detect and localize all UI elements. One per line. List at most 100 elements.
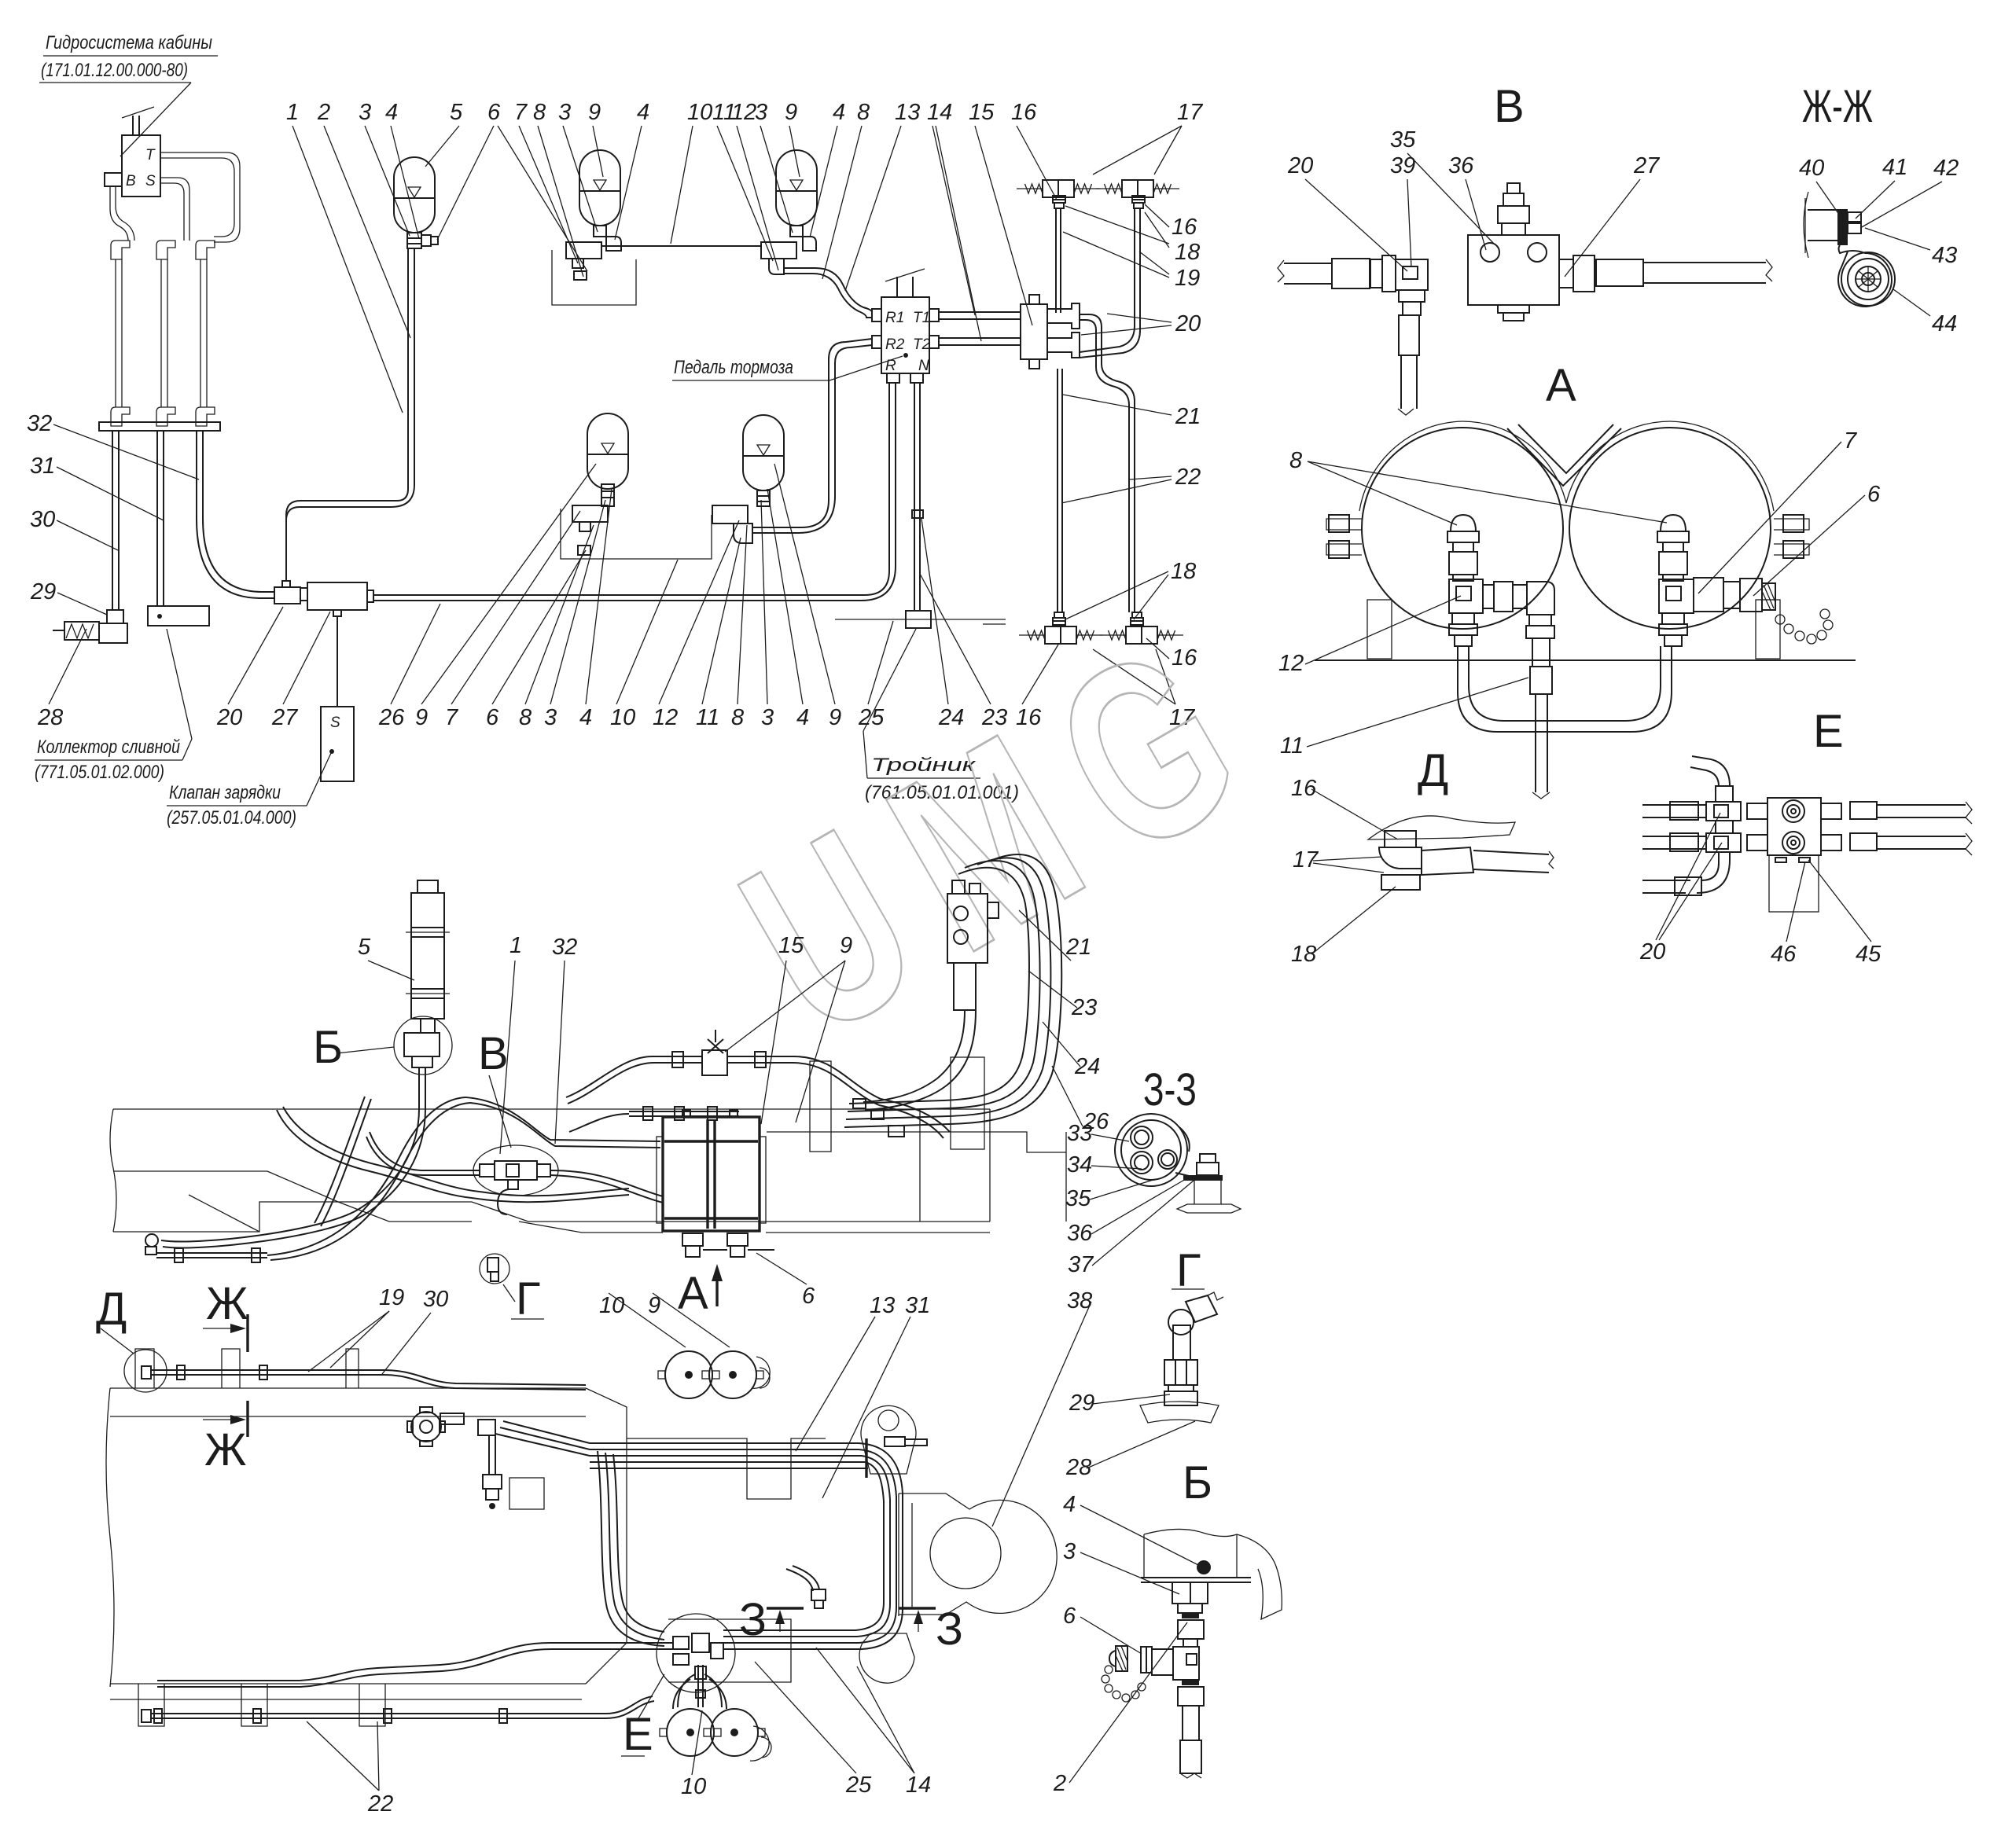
svg-text:12: 12 [731, 100, 756, 125]
svg-text:3: 3 [544, 705, 557, 730]
svg-text:9: 9 [588, 100, 601, 125]
svg-text:31: 31 [905, 1293, 930, 1318]
svg-text:(257.05.01.04.000): (257.05.01.04.000) [167, 807, 296, 828]
svg-text:R1: R1 [885, 310, 904, 326]
svg-text:28: 28 [37, 705, 63, 730]
svg-text:Ж: Ж [204, 1424, 247, 1475]
svg-text:4: 4 [637, 100, 649, 125]
svg-text:16: 16 [1016, 705, 1042, 730]
svg-text:Б: Б [313, 1022, 343, 1073]
svg-text:23: 23 [981, 705, 1007, 730]
svg-text:А: А [678, 1268, 708, 1319]
svg-text:18: 18 [1291, 942, 1316, 967]
svg-text:8: 8 [533, 100, 546, 125]
svg-text:8: 8 [857, 100, 870, 125]
svg-text:R: R [885, 358, 896, 374]
svg-text:7: 7 [445, 705, 459, 730]
svg-text:11: 11 [1280, 733, 1304, 759]
svg-text:20: 20 [216, 705, 242, 730]
svg-text:32: 32 [552, 935, 577, 960]
svg-text:3: 3 [761, 705, 774, 730]
svg-text:А: А [1546, 360, 1576, 411]
svg-text:1: 1 [286, 100, 299, 125]
svg-text:13: 13 [895, 100, 920, 125]
svg-text:10: 10 [687, 100, 712, 125]
svg-text:24: 24 [1074, 1054, 1100, 1079]
svg-text:17: 17 [1169, 705, 1196, 730]
svg-text:16: 16 [1011, 100, 1037, 125]
svg-text:21: 21 [1175, 404, 1201, 429]
svg-text:4: 4 [579, 705, 592, 730]
svg-text:10: 10 [610, 705, 635, 730]
svg-text:7: 7 [1844, 428, 1858, 454]
svg-text:33: 33 [1067, 1121, 1092, 1146]
svg-text:38: 38 [1067, 1288, 1092, 1313]
svg-text:Ж-Ж: Ж-Ж [1802, 81, 1873, 132]
svg-text:21: 21 [1065, 935, 1091, 960]
svg-text:22: 22 [1175, 465, 1201, 490]
svg-text:Гидросистема кабины: Гидросистема кабины [46, 32, 212, 53]
svg-text:36: 36 [1448, 153, 1474, 178]
svg-text:27: 27 [271, 705, 299, 730]
svg-text:24: 24 [938, 705, 964, 730]
svg-text:42: 42 [1933, 156, 1959, 181]
svg-text:T: T [145, 147, 156, 163]
svg-text:7: 7 [514, 100, 528, 125]
svg-text:6: 6 [1063, 1604, 1076, 1629]
svg-text:(771.05.01.02.000): (771.05.01.02.000) [35, 762, 164, 783]
svg-text:2: 2 [317, 100, 330, 125]
svg-text:18: 18 [1175, 240, 1200, 265]
svg-text:9: 9 [415, 705, 428, 730]
svg-text:20: 20 [1639, 939, 1665, 964]
svg-text:23: 23 [1071, 995, 1097, 1020]
svg-text:Коллектор сливной: Коллектор сливной [37, 737, 180, 758]
svg-text:36: 36 [1067, 1221, 1093, 1246]
svg-text:30: 30 [423, 1287, 448, 1312]
svg-text:12: 12 [653, 705, 678, 730]
svg-text:Г: Г [516, 1273, 540, 1324]
svg-text:32: 32 [27, 411, 52, 436]
svg-text:R2: R2 [885, 336, 905, 353]
svg-text:40: 40 [1799, 156, 1824, 181]
svg-text:15: 15 [778, 933, 804, 958]
svg-text:Д: Д [96, 1284, 127, 1335]
svg-text:9: 9 [829, 705, 841, 730]
svg-text:25: 25 [858, 705, 885, 730]
svg-text:16: 16 [1291, 776, 1317, 801]
svg-text:25: 25 [845, 1773, 872, 1798]
svg-text:З-З: З-З [1143, 1064, 1197, 1115]
svg-text:37: 37 [1068, 1252, 1094, 1277]
svg-text:B: B [126, 173, 136, 189]
svg-text:46: 46 [1771, 942, 1797, 967]
svg-text:44: 44 [1932, 311, 1957, 336]
svg-text:S: S [330, 715, 340, 731]
svg-text:10: 10 [681, 1774, 706, 1799]
svg-text:S: S [145, 173, 156, 189]
svg-text:Ж: Ж [206, 1278, 248, 1329]
svg-text:8: 8 [519, 705, 532, 730]
svg-text:Б: Б [1183, 1457, 1212, 1508]
svg-text:11: 11 [712, 100, 736, 125]
svg-text:3: 3 [1063, 1539, 1076, 1564]
svg-text:22: 22 [367, 1791, 393, 1817]
svg-text:45: 45 [1856, 942, 1881, 967]
svg-text:6: 6 [487, 100, 501, 125]
svg-text:16: 16 [1172, 215, 1197, 240]
svg-text:1: 1 [509, 933, 522, 958]
svg-text:(761.05.01.01.001): (761.05.01.01.001) [865, 782, 1019, 803]
svg-text:Педаль тормоза: Педаль тормоза [674, 357, 793, 378]
svg-text:11: 11 [696, 705, 719, 730]
svg-text:Е: Е [623, 1709, 653, 1760]
svg-text:4: 4 [833, 100, 845, 125]
svg-text:З: З [739, 1594, 767, 1645]
svg-text:35: 35 [1390, 127, 1416, 152]
svg-text:Г: Г [1176, 1245, 1201, 1296]
svg-text:26: 26 [378, 705, 405, 730]
svg-text:15: 15 [969, 100, 995, 125]
svg-text:35: 35 [1065, 1186, 1091, 1211]
svg-text:9: 9 [840, 933, 852, 958]
svg-text:Тройник: Тройник [871, 755, 977, 776]
svg-text:3: 3 [755, 100, 767, 125]
svg-text:9: 9 [648, 1293, 660, 1318]
svg-text:3: 3 [558, 100, 571, 125]
